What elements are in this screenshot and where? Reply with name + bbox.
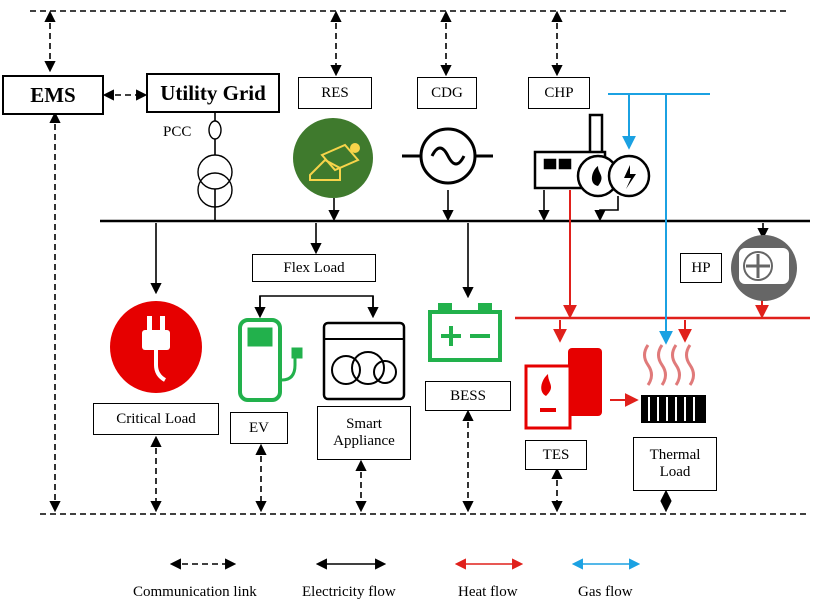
legend-heat-label: Heat flow <box>458 584 518 600</box>
ac-generator-icon <box>402 127 493 185</box>
legend-electricity-label: Electricity flow <box>302 584 396 600</box>
flex-split <box>259 295 374 312</box>
communication-links <box>30 10 810 515</box>
cdg-box: CDG <box>417 77 477 109</box>
transformer-icon <box>197 120 233 208</box>
dishwasher-icon <box>322 321 406 401</box>
hp-box: HP <box>680 253 722 283</box>
heat-flows <box>515 190 810 407</box>
chp-plant-icon <box>533 113 651 198</box>
water-heater-icon <box>524 348 602 430</box>
critical-load-box: Critical Load <box>93 403 219 435</box>
battery-icon <box>428 303 502 362</box>
chp-elec-to-bus <box>594 196 619 222</box>
legend-gas-label: Gas flow <box>578 584 633 600</box>
radiator-icon <box>641 344 706 423</box>
plug-icon <box>110 301 202 393</box>
gas-flows <box>608 93 710 345</box>
solar-house-icon <box>293 118 373 198</box>
smart-appliance-box: Smart Appliance <box>317 406 411 460</box>
chp-box: CHP <box>528 77 590 109</box>
utility-grid-box: Utility Grid <box>146 73 280 113</box>
ems-box: EMS <box>2 75 104 115</box>
ev-box: EV <box>230 412 288 444</box>
thermal-load-box: Thermal Load <box>633 437 717 491</box>
legend-communication-label: Communication link <box>133 584 257 600</box>
flex-load-box: Flex Load <box>252 254 376 282</box>
pcc-label: PCC <box>163 124 192 140</box>
heat-pump-icon <box>731 235 797 301</box>
bess-box: BESS <box>425 381 511 411</box>
ev-charger-icon <box>238 318 303 402</box>
tes-box: TES <box>525 440 587 470</box>
res-box: RES <box>298 77 372 109</box>
